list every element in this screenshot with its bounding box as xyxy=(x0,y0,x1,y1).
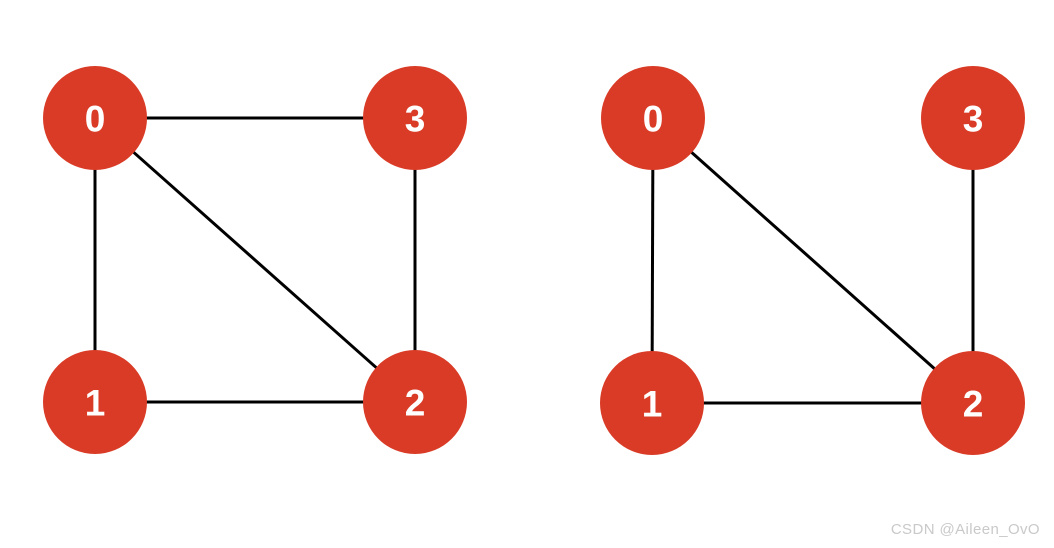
node-circle[interactable] xyxy=(363,66,467,170)
graph-edge-0-2 xyxy=(131,150,379,370)
node-circle[interactable] xyxy=(601,66,705,170)
graph-node-1[interactable]: 1 xyxy=(600,351,704,455)
node-label: 3 xyxy=(963,99,984,140)
node-circle[interactable] xyxy=(43,66,147,170)
graph-node-0[interactable]: 0 xyxy=(43,66,147,170)
graph-node-3[interactable]: 3 xyxy=(363,66,467,170)
node-circle[interactable] xyxy=(363,350,467,454)
node-circle[interactable] xyxy=(600,351,704,455)
node-circle[interactable] xyxy=(43,350,147,454)
graph-after-edges xyxy=(650,150,975,405)
graph-edge-0-1 xyxy=(650,167,655,354)
graph-node-2[interactable]: 2 xyxy=(921,351,1025,455)
graph-node-2[interactable]: 2 xyxy=(363,350,467,454)
node-label: 3 xyxy=(405,99,426,140)
nodes-layer: 0 3 1 2 0 3 1 2 xyxy=(43,66,1025,455)
node-label: 1 xyxy=(642,384,663,425)
node-label: 2 xyxy=(963,384,984,425)
graph-node-0[interactable]: 0 xyxy=(601,66,705,170)
node-circle[interactable] xyxy=(921,351,1025,455)
node-label: 0 xyxy=(643,99,664,140)
watermark-text: CSDN @Aileen_OvO xyxy=(890,521,1040,538)
node-label: 0 xyxy=(85,99,106,140)
graph-before-edges xyxy=(93,116,417,404)
graph-after-nodes: 0 3 1 2 xyxy=(600,66,1025,455)
node-label: 1 xyxy=(85,383,106,424)
graph-node-1[interactable]: 1 xyxy=(43,350,147,454)
node-label: 2 xyxy=(405,383,426,424)
graph-node-3[interactable]: 3 xyxy=(921,66,1025,170)
graph-before-nodes: 0 3 1 2 xyxy=(43,66,467,454)
graph-edge-0-2 xyxy=(689,150,937,371)
edges-layer xyxy=(93,116,975,405)
node-circle[interactable] xyxy=(921,66,1025,170)
